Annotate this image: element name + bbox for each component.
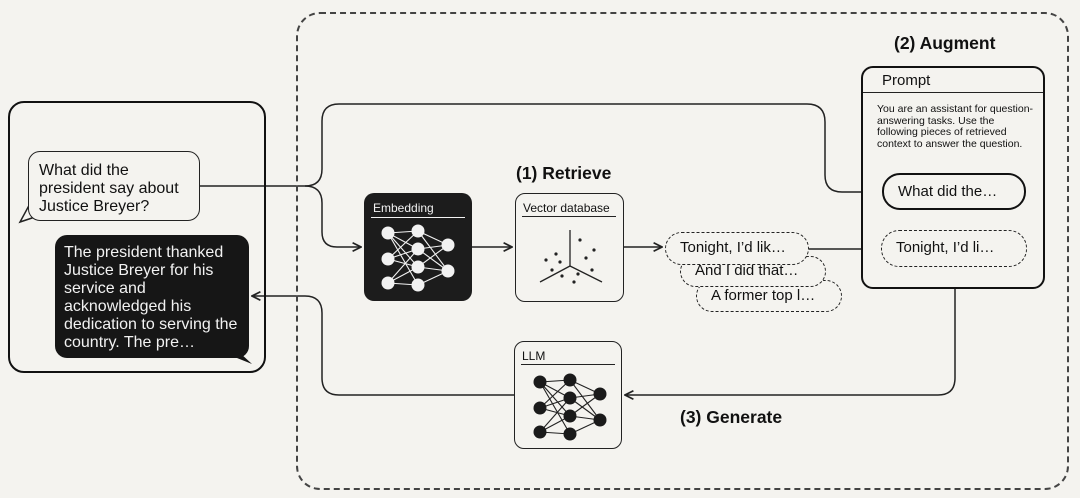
llm-model: LLM bbox=[514, 341, 622, 449]
chat-panel bbox=[8, 101, 266, 373]
embedding-model: Embedding bbox=[364, 193, 472, 301]
neural-network-icon bbox=[381, 224, 455, 292]
retrieved-chunk: Tonight, I’d lik… bbox=[665, 232, 809, 265]
user-question-bubble: What did the president say about Justice… bbox=[28, 151, 200, 221]
rag-pipeline-frame bbox=[296, 12, 1069, 490]
arrow-question-to-embedding bbox=[200, 185, 361, 247]
arrow-question-to-prompt bbox=[304, 103, 878, 192]
prompt-question-slot: What did the… bbox=[882, 173, 1026, 210]
neural-network-icon bbox=[533, 373, 607, 441]
prompt-divider bbox=[863, 92, 1043, 93]
step-retrieve-label: (1) Retrieve bbox=[516, 163, 612, 183]
step-generate-label: (3) Generate bbox=[680, 407, 783, 427]
vector-scatter-icon bbox=[539, 230, 603, 284]
prompt-title: Prompt bbox=[882, 72, 931, 89]
llm-answer-bubble: The president thanked Justice Breyer for… bbox=[55, 235, 249, 358]
llm-divider bbox=[521, 364, 615, 365]
arrow-llm-to-answer bbox=[252, 296, 514, 396]
prompt-instructions: You are an assistant for question-answer… bbox=[877, 103, 1034, 150]
vector-database: Vector database bbox=[515, 193, 624, 302]
vector-database-title: Vector database bbox=[523, 201, 610, 215]
arrow-prompt-to-llm bbox=[625, 289, 956, 395]
embedding-title: Embedding bbox=[373, 201, 434, 215]
step-augment-label: (2) Augment bbox=[894, 33, 996, 53]
embedding-divider bbox=[371, 217, 465, 218]
prompt-context-slot: Tonight, I’d li… bbox=[881, 230, 1027, 267]
vector-database-divider bbox=[522, 216, 616, 217]
llm-title: LLM bbox=[522, 349, 546, 363]
